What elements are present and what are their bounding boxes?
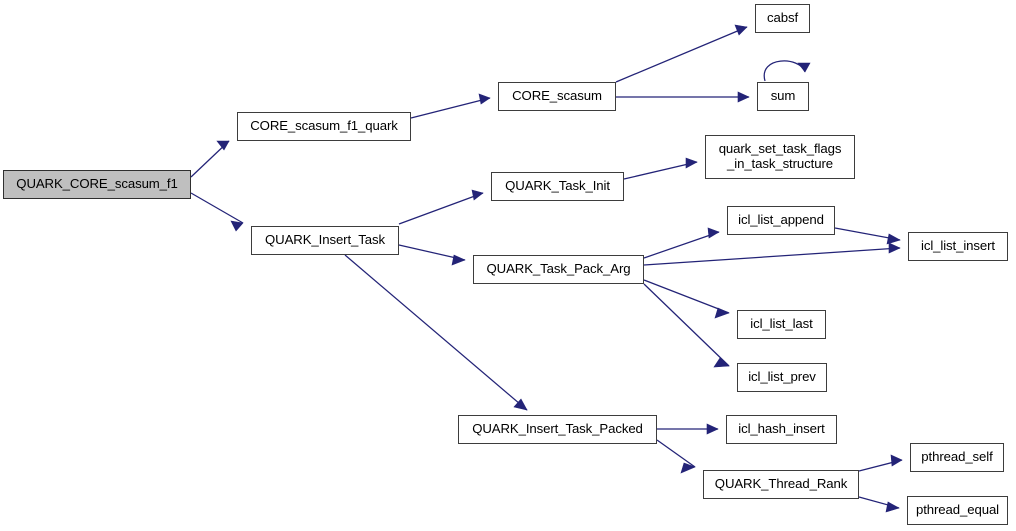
edge-quark_thread_rank-to-pthread_self — [858, 454, 903, 472]
node-quark_insert_task_packed[interactable]: QUARK_Insert_Task_Packed — [458, 415, 657, 444]
edge-core_scasum-to-sum — [616, 91, 750, 103]
node-core_scasum_f1_quark[interactable]: CORE_scasum_f1_quark — [237, 112, 411, 141]
node-label-quark_task_pack_arg: QUARK_Task_Pack_Arg — [486, 261, 631, 277]
edge-quark_task_pack_arg-to-icl_list_insert — [643, 242, 901, 266]
node-label-icl_list_insert: icl_list_insert — [921, 238, 995, 254]
node-quark_insert_task[interactable]: QUARK_Insert_Task — [251, 226, 399, 255]
node-icl_list_insert[interactable]: icl_list_insert — [908, 232, 1008, 261]
edge-quark_task_pack_arg-to-icl_list_prev — [643, 283, 730, 368]
edge-quark_task_pack_arg-to-icl_list_append — [643, 227, 720, 259]
node-label-pthread_self: pthread_self — [921, 449, 993, 465]
node-label-quark_insert_task_packed: QUARK_Insert_Task_Packed — [472, 421, 643, 437]
node-quark_set_task_flags[interactable]: quark_set_task_flags _in_task_structure — [705, 135, 855, 179]
node-label-icl_list_last: icl_list_last — [750, 316, 813, 332]
node-pthread_equal[interactable]: pthread_equal — [907, 496, 1008, 525]
edge-quark_insert_task-to-quark_task_pack_arg — [398, 244, 466, 266]
node-label-sum: sum — [770, 88, 796, 104]
node-label-pthread_equal: pthread_equal — [915, 502, 1000, 518]
edge-quark_task_init-to-quark_set_task_flags — [623, 157, 698, 180]
edge-quark_insert_task_packed-to-icl_hash_insert — [657, 423, 719, 435]
node-quark_task_pack_arg[interactable]: QUARK_Task_Pack_Arg — [473, 255, 644, 284]
edge-quark_insert_task-to-quark_insert_task_packed — [344, 254, 528, 411]
edge-sum-to-sum — [763, 60, 811, 82]
node-icl_list_append[interactable]: icl_list_append — [727, 206, 835, 235]
edge-quark_thread_rank-to-pthread_equal — [858, 496, 900, 513]
node-icl_list_last[interactable]: icl_list_last — [737, 310, 826, 339]
node-label-icl_hash_insert: icl_hash_insert — [738, 421, 825, 437]
node-label-quark_set_task_flags: quark_set_task_flags _in_task_structure — [718, 141, 842, 171]
node-icl_list_prev[interactable]: icl_list_prev — [737, 363, 827, 392]
node-label-icl_list_append: icl_list_append — [738, 212, 824, 228]
node-icl_hash_insert[interactable]: icl_hash_insert — [726, 415, 837, 444]
node-quark_core_scasum_f1[interactable]: QUARK_CORE_scasum_f1 — [3, 170, 191, 199]
edge-quark_insert_task-to-quark_task_init — [398, 189, 484, 225]
node-label-quark_task_init: QUARK_Task_Init — [505, 178, 610, 194]
node-label-core_scasum_f1_quark: CORE_scasum_f1_quark — [250, 118, 398, 134]
edge-quark_core_scasum_f1-to-quark_insert_task — [190, 192, 244, 232]
node-label-quark_insert_task: QUARK_Insert_Task — [265, 232, 385, 248]
node-cabsf[interactable]: cabsf — [755, 4, 810, 33]
node-label-icl_list_prev: icl_list_prev — [748, 369, 816, 385]
edge-icl_list_append-to-icl_list_insert — [834, 227, 901, 245]
node-sum[interactable]: sum — [757, 82, 809, 111]
edge-quark_insert_task_packed-to-quark_thread_rank — [656, 439, 696, 474]
node-label-core_scasum: CORE_scasum — [512, 88, 602, 104]
edge-core_scasum_f1_quark-to-core_scasum — [410, 93, 491, 119]
node-label-cabsf: cabsf — [766, 10, 799, 26]
edge-core_scasum-to-cabsf — [615, 24, 748, 83]
edge-quark_core_scasum_f1-to-core_scasum_f1_quark — [190, 140, 230, 178]
edge-quark_task_pack_arg-to-icl_list_last — [643, 279, 730, 319]
node-quark_task_init[interactable]: QUARK_Task_Init — [491, 172, 624, 201]
node-label-quark_thread_rank: QUARK_Thread_Rank — [714, 476, 848, 492]
node-pthread_self[interactable]: pthread_self — [910, 443, 1004, 472]
node-core_scasum[interactable]: CORE_scasum — [498, 82, 616, 111]
node-label-quark_core_scasum_f1: QUARK_CORE_scasum_f1 — [16, 176, 178, 192]
node-quark_thread_rank[interactable]: QUARK_Thread_Rank — [703, 470, 859, 499]
